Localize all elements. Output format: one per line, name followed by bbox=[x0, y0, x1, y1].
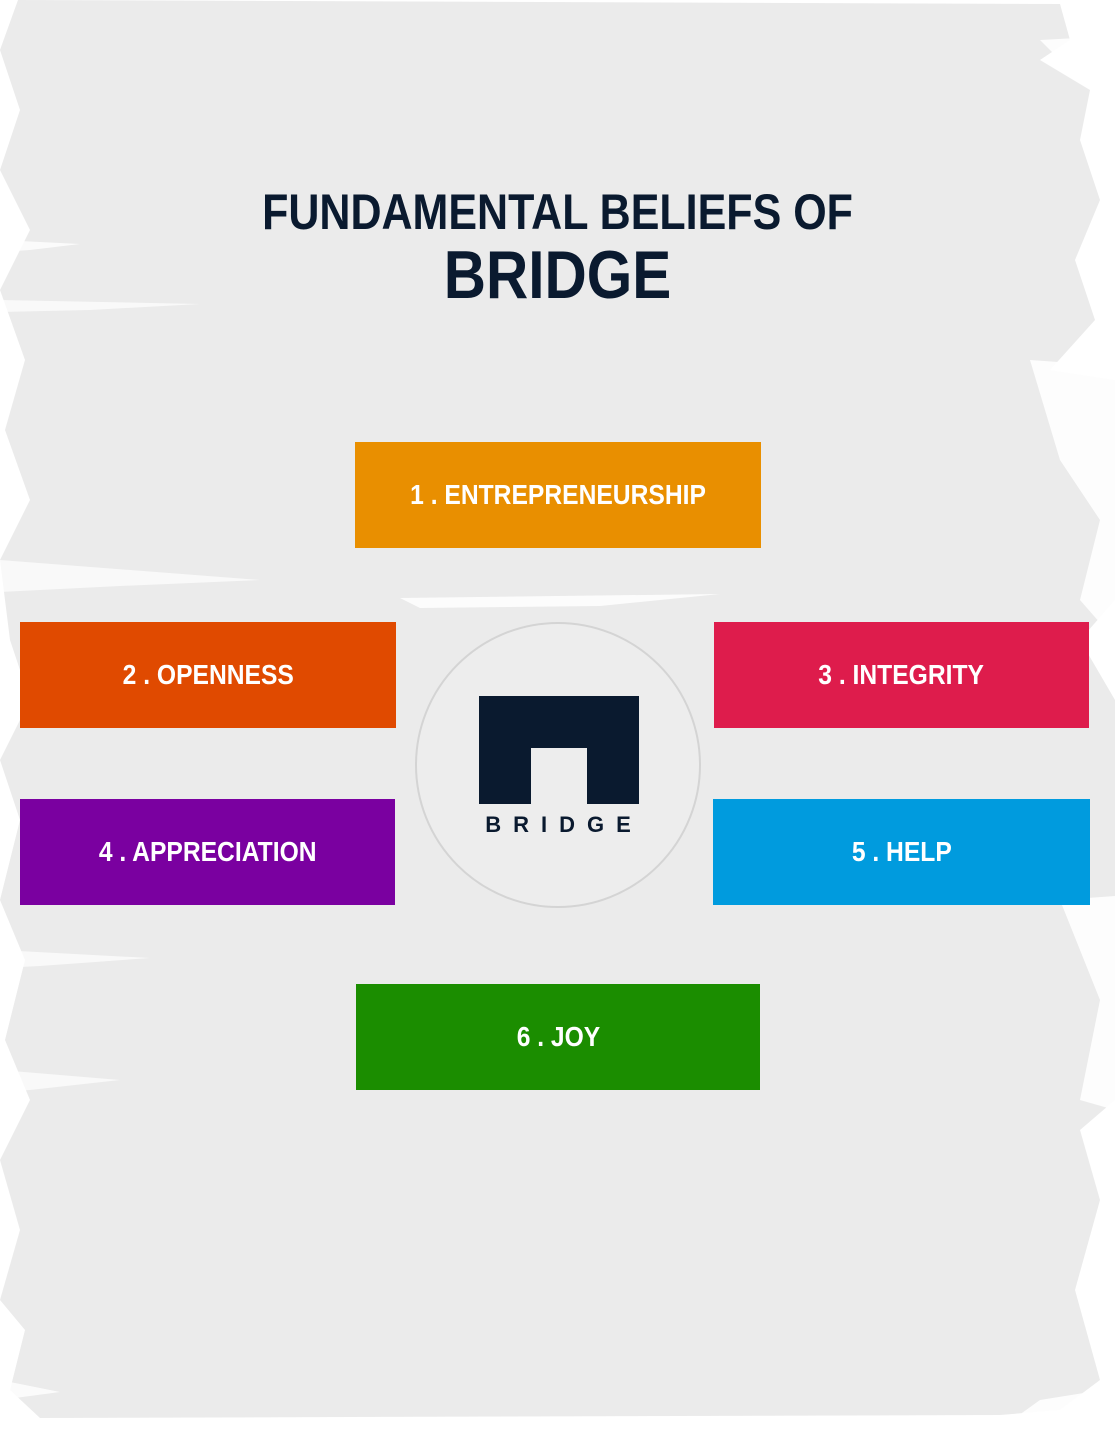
belief-entrepreneurship: 1 . ENTREPRENEURSHIP bbox=[355, 442, 761, 548]
belief-label: 6 . JOY bbox=[516, 1021, 600, 1052]
belief-label: 4 . APPRECIATION bbox=[98, 836, 317, 867]
belief-label: 5 . HELP bbox=[851, 836, 952, 867]
bridge-logo-circle: BRIDGE bbox=[415, 622, 701, 908]
belief-label: 1 . ENTREPRENEURSHIP bbox=[410, 479, 706, 510]
belief-label: 3 . INTEGRITY bbox=[818, 659, 985, 690]
bridge-logo-wordmark: BRIDGE bbox=[485, 812, 643, 837]
belief-appreciation: 4 . APPRECIATION bbox=[20, 799, 395, 905]
page-title-line2: BRIDGE bbox=[443, 237, 672, 313]
bridge-logo-icon bbox=[479, 696, 639, 804]
page-title-line1: FUNDAMENTAL BELIEFS OF bbox=[262, 184, 853, 240]
bridge-arch-shape bbox=[479, 696, 639, 804]
belief-label: 2 . OPENNESS bbox=[122, 659, 294, 690]
belief-openness: 2 . OPENNESS bbox=[20, 622, 396, 728]
belief-integrity: 3 . INTEGRITY bbox=[714, 622, 1089, 728]
belief-help: 5 . HELP bbox=[713, 799, 1090, 905]
belief-joy: 6 . JOY bbox=[356, 984, 760, 1090]
